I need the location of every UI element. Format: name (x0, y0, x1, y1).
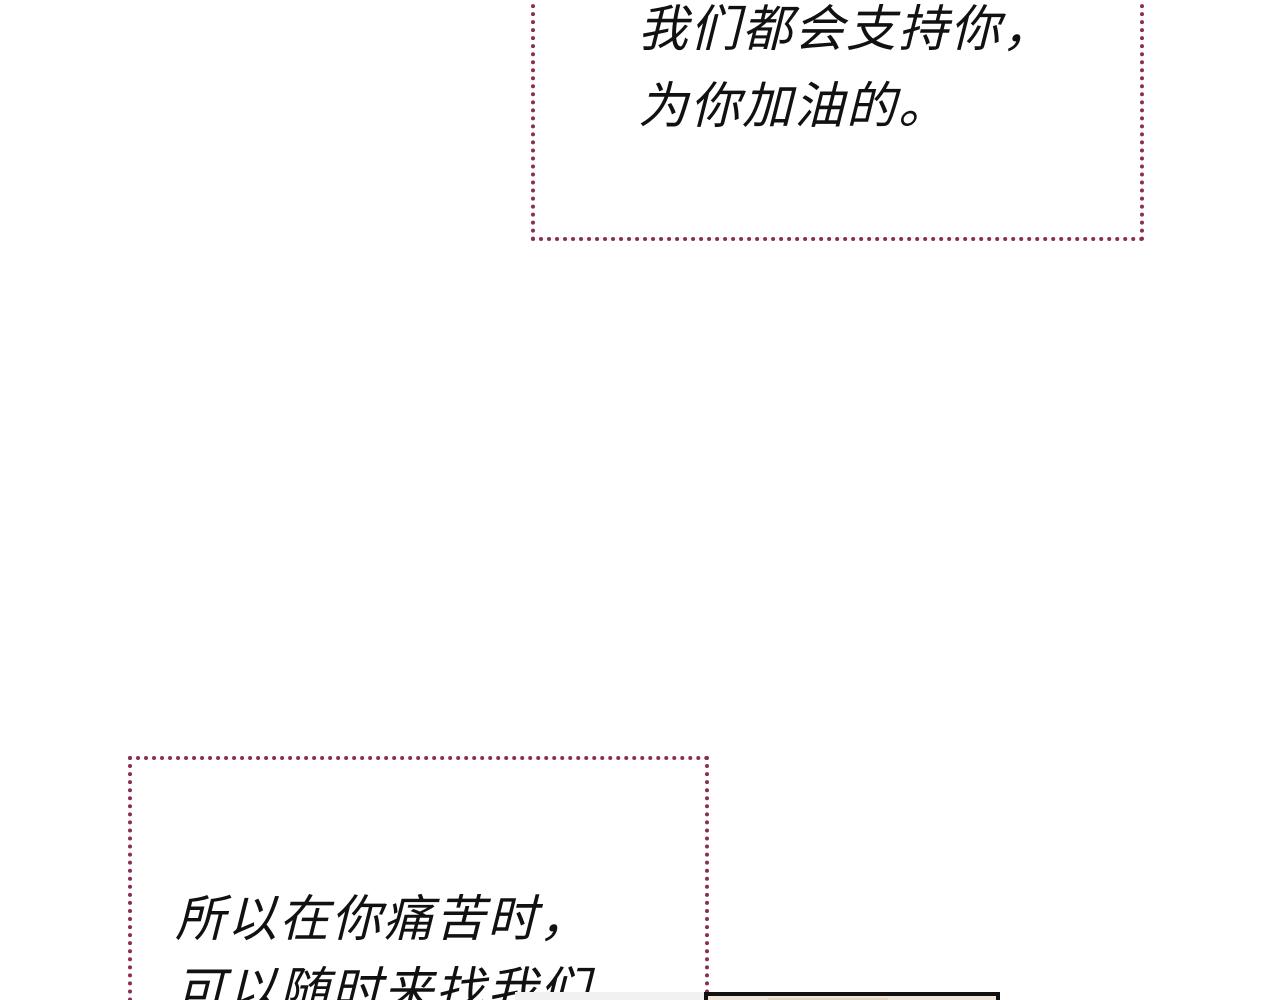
caption-box-bottom: 所以在你痛苦时， 可以随时来找我们 (128, 756, 709, 1000)
panel-edge-fragment (515, 992, 705, 1000)
caption-box-top: 我们都会支持你， 为你加油的。 (531, 0, 1144, 241)
caption-text-line: 我们都会支持你， (638, 0, 1054, 58)
next-comic-panel (704, 992, 1000, 1000)
panel-artwork-fragment (768, 998, 888, 1000)
caption-text-line: 为你加油的。 (638, 77, 950, 135)
caption-text-line: 所以在你痛苦时， (175, 890, 591, 948)
